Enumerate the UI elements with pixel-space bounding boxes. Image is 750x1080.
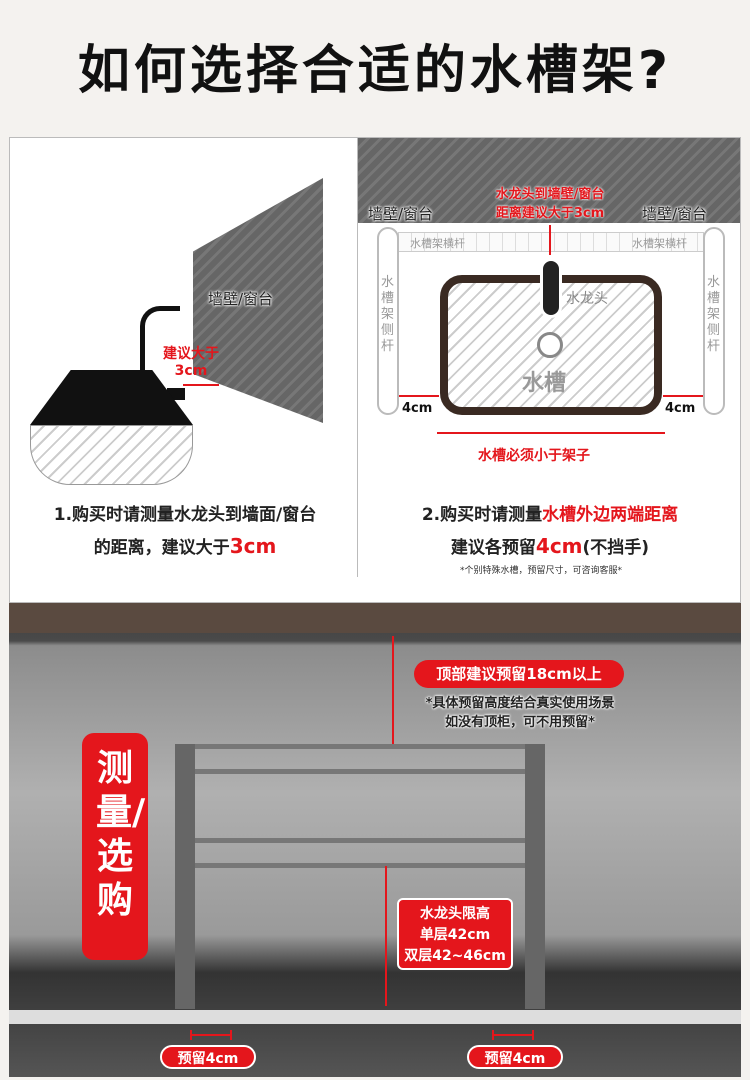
top-clearance-note: *具体预留高度结合真实使用场景 如没有顶柜，可不用预留* [405,692,635,730]
side-bar-left-label: 水槽架侧杆 [381,275,395,354]
sink-label: 水槽 [522,371,567,396]
rack-top-shelf [175,744,545,774]
faucet-icon [140,306,180,396]
left-caption-line1: 1.购买时请测量水龙头到墙面/窗台 [53,505,317,525]
distance-label: 建议大于 3cm [163,343,219,379]
distance-arrow [183,384,219,386]
gap-right-arrow [663,395,703,397]
divider [357,137,358,577]
gap-left-label: 4cm [402,401,433,416]
reserve-right-pill: 预留4cm [467,1045,563,1069]
faucet-label: 水龙头 [566,291,608,307]
sink-note: 水槽必须小于架子 [478,448,590,464]
right-caption-line1: 2.购买时请测量 [421,505,543,525]
side-bar-right-label: 水槽架侧杆 [707,275,721,354]
rack-leg-right [525,744,545,1009]
top-clearance-arrow [392,636,394,744]
gap-left-arrow [399,395,439,397]
faucet-height-arrow [385,866,387,1006]
faucet-box-line1: 水龙头限高 [420,906,490,922]
faucet-icon [540,258,562,318]
reserve-right-arrow [492,1030,534,1040]
rack-leg-left [175,744,195,1009]
wall-label: 墙壁/窗台 [208,290,274,308]
countertop [9,1010,741,1024]
left-caption-line2: 的距离，建议大于 [93,538,230,558]
faucet-note: 水龙头到墙壁/窗台 距离建议大于3cm [470,183,630,221]
crossbar-left-label: 水槽架横杆 [410,237,465,250]
top-note-line2: 如没有顶柜，可不用预留* [445,715,595,730]
upper-cabinet [9,603,741,633]
sink-basin [30,425,193,485]
left-caption-highlight: 3cm [229,534,277,558]
gap-right-label: 4cm [665,401,696,416]
faucet-box-line3: 双层42~46cm [404,948,506,964]
right-caption-line2: 建议各预留 [450,538,536,558]
faucet-box-line2: 单层42cm [419,927,491,943]
reserve-left-arrow [190,1030,232,1040]
right-caption-highlight2: 4cm [535,534,583,558]
side-bar-right [703,227,725,415]
side-bar-left [377,227,399,415]
drain-icon [537,332,563,358]
right-caption: 2.购买时请测量水槽外边两端距离 建议各预留4cm(不挡手) [360,500,740,558]
faucet-height-box: 水龙头限高 单层42cm 双层42~46cm [397,898,513,970]
rack-lower-shelf [175,838,545,868]
page-title: 如何选择合适的水槽架? [77,41,673,101]
faucet-gap-arrow [549,225,551,255]
faucet-note-line2: 距离建议大于3cm [495,206,605,221]
distance-label-line2: 3cm [174,363,208,379]
wall-right-label: 墙壁/窗台 [642,205,708,223]
footnote: *个别特殊水槽，预留尺寸，可咨询客服* [460,566,623,576]
top-note-line1: *具体预留高度结合真实使用场景 [425,696,615,711]
left-caption: 1.购买时请测量水龙头到墙面/窗台 的距离，建议大于3cm [20,500,350,558]
reserve-left-pill: 预留4cm [160,1045,256,1069]
right-caption-suffix: (不挡手) [582,538,650,558]
right-caption-highlight1: 水槽外边两端距离 [542,505,679,525]
sink-width-arrow [437,432,665,434]
top-clearance-pill: 顶部建议预留18cm以上 [414,660,624,688]
faucet-note-line1: 水龙头到墙壁/窗台 [495,187,605,202]
side-badge: 测量/选购 [82,733,148,960]
wall-band [358,138,740,223]
distance-label-line1: 建议大于 [163,346,219,362]
wall-left-label: 墙壁/窗台 [368,205,434,223]
crossbar-right-label: 水槽架横杆 [632,237,687,250]
